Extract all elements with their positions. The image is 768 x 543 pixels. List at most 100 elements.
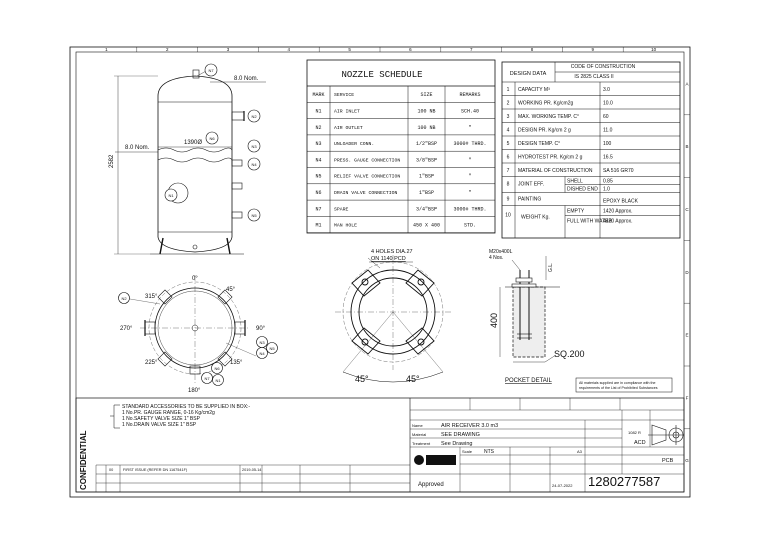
plan-tag-n4: N4 (259, 351, 265, 356)
grid-col-label: 10 (651, 47, 657, 52)
plan-tag-n2: N2 (121, 296, 127, 301)
design-data-value: 60 (603, 114, 609, 120)
vessel-dim-top: 8.0 Nom. (234, 76, 259, 82)
base-angle-b: 45° (406, 374, 420, 384)
design-data-value: SA 516 GR70 (603, 168, 634, 174)
company-logo-icon (414, 455, 456, 465)
vessel-dim-diameter: 1390Ø (184, 140, 202, 146)
compliance-box (575, 377, 673, 393)
code-of-construction-value: IS 2825 CLASS II (574, 74, 613, 80)
design-data-title: DESIGN DATA (510, 71, 547, 77)
pocket-detail (499, 256, 560, 363)
nozzle-schedule-cell: N7 (315, 206, 321, 212)
pocket-gl: G.L. (548, 263, 554, 272)
revision-date: 2019-05-14 (242, 468, 261, 472)
revision-description: FIRST ISSUE (REFER DN 1167541F) (123, 468, 188, 472)
vessel-tag-n3: N3 (251, 144, 257, 149)
design-data-value: 10.0 (603, 100, 613, 106)
design-data-label: JOINT EFF. (518, 182, 544, 188)
pocket-size: SQ.200 (554, 349, 585, 359)
pocket-bolt: M20x400L (489, 249, 513, 255)
design-data-value: 100 (603, 141, 612, 147)
title-name-label: Name (412, 423, 423, 428)
plan-nozzle-tags (118, 292, 278, 386)
nozzle-schedule-cell: N3 (315, 141, 321, 147)
nozzle-schedule-cell: DRAIN VALVE CONNECTION (334, 190, 397, 196)
plan-angle-225: 225° (145, 360, 158, 366)
plan-tag-n5: N5 (269, 346, 275, 351)
vessel-tag-n6: N6 (209, 136, 215, 141)
title-ver: 1082 R (628, 430, 641, 435)
vessel-tag-n7: N7 (208, 68, 214, 73)
nozzle-schedule-cell: N1 (315, 108, 321, 114)
design-data-label: MAX. WORKING TEMP. C° (518, 114, 579, 120)
painting-value: EPOXY BLACK (603, 199, 639, 205)
nozzle-schedule-cell: M1 (315, 223, 321, 229)
nozzle-schedule-cell: " (468, 157, 471, 163)
nozzle-schedule-cell: 3/8"BSP (416, 157, 437, 163)
base-angle-a: 45° (355, 374, 369, 384)
base-holes-note: 4 HOLES DIA.27 (371, 249, 413, 255)
plan-angle-90: 90° (256, 326, 266, 332)
title-treatment-label: Treatment (412, 441, 431, 446)
design-data-label: DESIGN PR. Kg/cm 2 g (518, 127, 571, 133)
vessel-tag-n4: N4 (251, 162, 257, 167)
design-data-no: 2 (507, 100, 510, 106)
grid-col-label: 2 (166, 47, 169, 52)
plan-tag-n7: N7 (204, 376, 210, 381)
plan-angle-0: 0° (192, 276, 198, 282)
title-name-value: AIR RECEIVER 3.0 m3 (441, 423, 498, 429)
nozzle-schedule-cell: 1"BSP (419, 174, 434, 180)
design-data-no: 6 (507, 154, 510, 160)
design-data-no: 10 (505, 213, 511, 219)
design-data-no: 1 (507, 87, 510, 93)
nozzle-schedule-header: REMARKS (459, 92, 480, 98)
design-data-value: 11.0 (603, 127, 613, 133)
title-treatment-value: See Drawing (441, 441, 473, 447)
grid-row-label: C (685, 207, 689, 212)
title-approved: Approved (418, 482, 444, 488)
grid-col-label: 9 (592, 47, 595, 52)
nozzle-schedule-title: NOZZLE SCHEDULE (341, 70, 422, 80)
grid-col-label: 5 (348, 47, 351, 52)
title-material-value: SEE DRAWING (441, 432, 480, 438)
nozzle-schedule-cell: UNLOADER CONN. (334, 141, 374, 147)
plan-angle-270: 270° (120, 326, 133, 332)
grid-row-label: G (685, 458, 689, 463)
grid-col-label: 6 (409, 47, 412, 52)
plan-angle-135: 135° (230, 360, 243, 366)
weight-empty-value: 1420 Approx. (603, 209, 632, 215)
vessel-nozzle-tags (164, 63, 261, 222)
accessories-bracket (110, 404, 120, 429)
joint-dished-label: DISHED END (567, 187, 598, 193)
accessories-item-1: 1 No.PR. GAUGE RANGE, 0-16 Kg/cm2g (122, 410, 215, 416)
title-size: A3 (577, 449, 583, 454)
design-data-value: 3.0 (603, 87, 610, 93)
design-data-value: 16.5 (603, 154, 613, 160)
title-acd: ACD (634, 440, 646, 446)
revision-number: 00 (109, 468, 113, 472)
vessel-tag-n5: N5 (251, 213, 257, 218)
base-plate-view (335, 255, 451, 383)
nozzle-schedule-cell: " (468, 125, 471, 131)
grid-col-label: 4 (288, 47, 291, 52)
nozzle-schedule-cell: N4 (315, 157, 321, 163)
design-data-label: MATERIAL OF CONSTRUCTION (518, 168, 593, 174)
plan-tag-n3: N3 (259, 340, 265, 345)
title-scale-value: NTS (484, 449, 495, 455)
nozzle-schedule-cell: " (468, 174, 471, 180)
title-drawing-number: 1280277587 (588, 474, 660, 489)
compliance-line-1: All materials supplied are in compliance… (579, 381, 656, 385)
accessories-title: STANDARD ACCESSORIES TO BE SUPPLIED IN B… (122, 404, 250, 410)
nozzle-schedule-cell: N5 (315, 174, 321, 180)
accessories-item-2: 1 No.SAFETY VALVE SIZE 1" BSP (122, 416, 201, 422)
plan-tag-n6: N6 (214, 366, 220, 371)
vessel-elevation (114, 69, 266, 255)
title-block-frame (75, 397, 685, 493)
title-date: 24-07-2022 (552, 483, 573, 488)
weight-full-label: FULL WITH WATER (567, 219, 612, 225)
pocket-depth: 400 (489, 313, 499, 328)
